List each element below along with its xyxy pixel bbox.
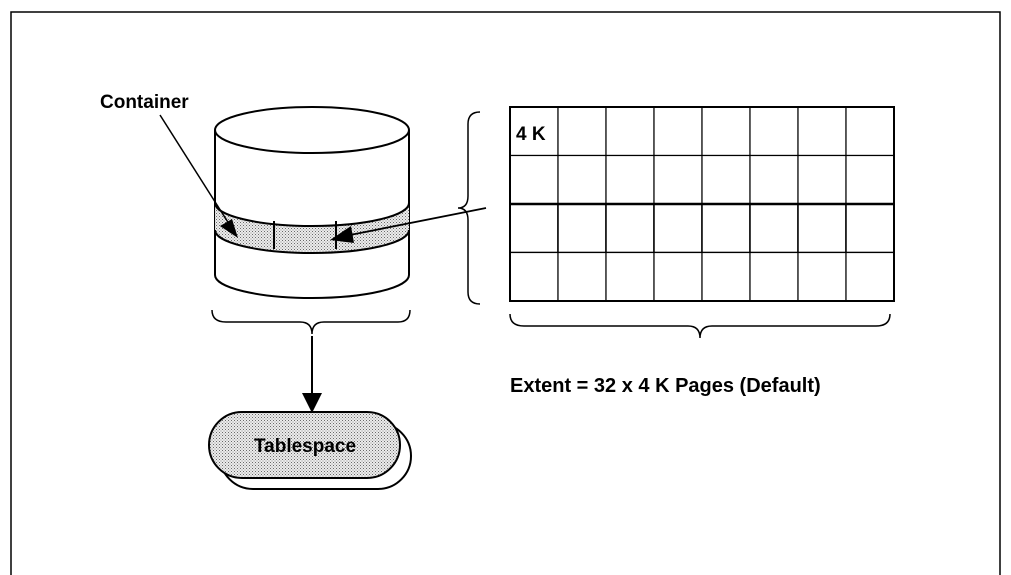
page-cell [845,154,895,205]
page-cell [557,251,607,302]
page-cell [509,154,559,205]
page-cell [653,106,703,157]
page-cell [701,203,751,254]
page-cell [797,251,847,302]
page-cell [701,251,751,302]
tablespace-label: Tablespace [254,436,356,457]
page-cell [557,106,607,157]
page-cell [749,203,799,254]
page-cell [749,154,799,205]
page-cell [797,106,847,157]
cylinder-brace [211,309,411,335]
grid-bottom-brace [509,313,891,339]
cylinder-top [214,106,410,154]
page-cell [653,203,703,254]
page-cell [509,203,559,254]
container-cylinder [214,106,410,299]
page-cell [509,251,559,302]
grid-left-brace [457,111,481,305]
page-cell [797,203,847,254]
extent-grid [509,106,895,302]
page-cell [605,251,655,302]
page-size-label: 4 K [516,124,546,145]
page-cell [557,203,607,254]
page-cell [797,154,847,205]
page-cell [845,106,895,157]
page-cell [605,106,655,157]
extent-caption: Extent = 32 x 4 K Pages (Default) [510,375,821,397]
page-cell [605,154,655,205]
page-cell [701,106,751,157]
page-cell [701,154,751,205]
container-pointer-arrowhead [220,219,238,238]
page-cell [749,251,799,302]
container-band [215,203,409,253]
page-cell [605,203,655,254]
page-cell [845,251,895,302]
page-cell [509,106,559,157]
extent-pointer-arrowhead [330,226,354,243]
down-arrowhead [302,393,322,413]
container-label: Container [100,92,189,113]
figure-frame [10,11,1001,575]
page-cell [557,154,607,205]
page-cell [653,154,703,205]
tablespace-shape [208,411,412,490]
page-cell [653,251,703,302]
page-cell [845,203,895,254]
page-cell [749,106,799,157]
